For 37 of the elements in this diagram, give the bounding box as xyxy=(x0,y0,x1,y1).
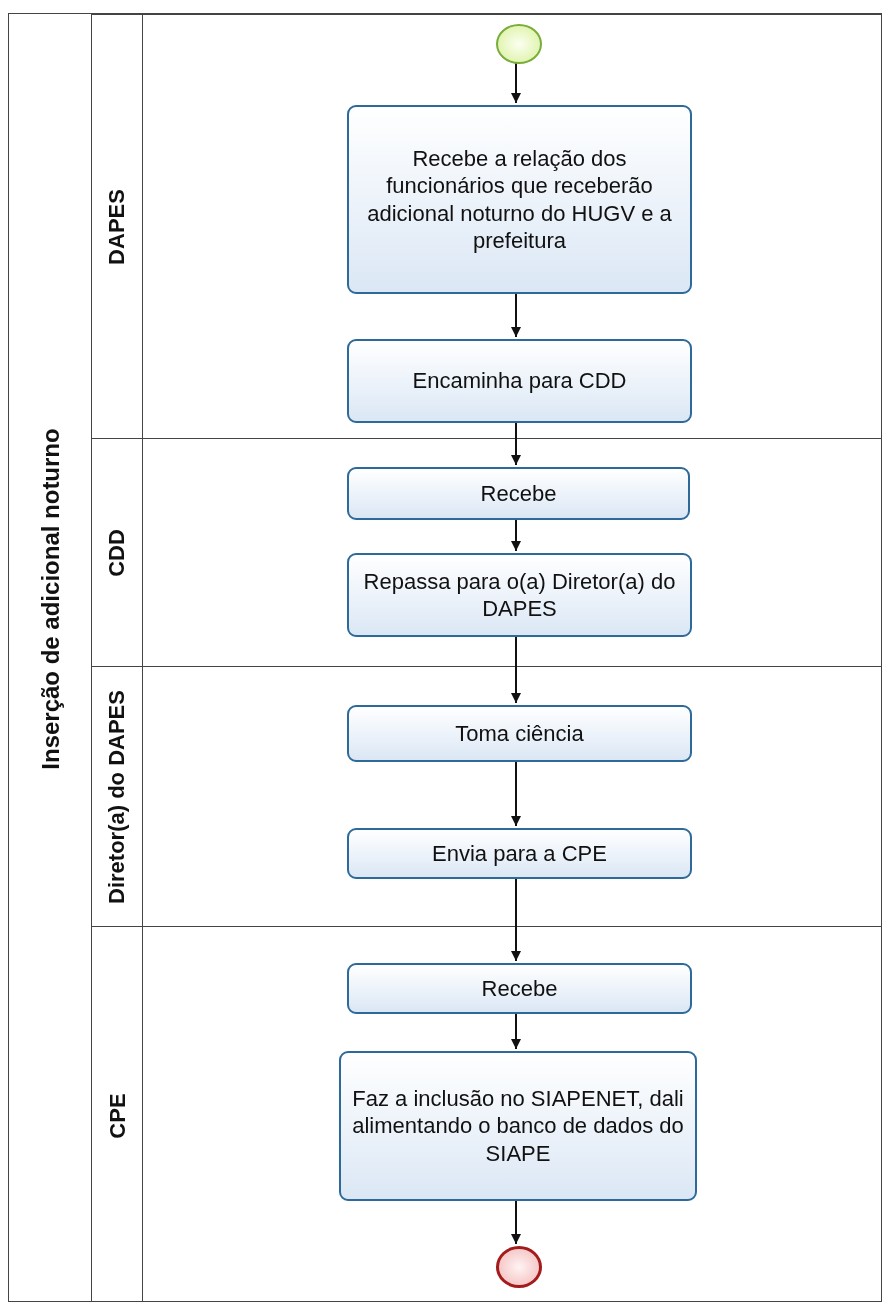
arrow xyxy=(511,420,521,466)
start-event-circle xyxy=(496,24,542,64)
end-event-circle xyxy=(496,1246,542,1288)
task-box xyxy=(347,467,690,520)
lane-label: CPE xyxy=(104,1092,131,1139)
arrow xyxy=(511,517,521,552)
swimlane xyxy=(91,666,882,926)
swimlane xyxy=(91,14,882,438)
arrow xyxy=(511,759,521,827)
task-text: Repassa para o(a) Diretor(a) do DAPES xyxy=(362,567,677,623)
pool-title: Inserção de adicional noturno xyxy=(36,427,65,770)
task-text: Faz a inclusão no SIAPENET, dali alimentando o banco de dados do SIAPE xyxy=(351,1084,685,1168)
task-box xyxy=(347,963,692,1014)
swimlane xyxy=(91,926,882,1302)
task-text: Envia para a CPE xyxy=(432,839,607,868)
swimlane xyxy=(91,438,882,666)
task-text: Recebe a relação dos funcionários que receberão adicional noturno do HUGV e a prefeitura xyxy=(366,144,673,255)
task-text: Toma ciência xyxy=(455,719,584,748)
arrow xyxy=(511,876,521,962)
task-box xyxy=(339,1051,697,1201)
arrow xyxy=(511,634,521,704)
lane-label: CDD xyxy=(103,529,130,577)
task-box xyxy=(347,705,692,762)
arrow xyxy=(511,61,521,104)
task-box xyxy=(347,105,692,294)
pool-frame xyxy=(8,13,882,1302)
task-box xyxy=(347,339,692,423)
arrow xyxy=(511,1011,521,1050)
task-text: Encaminha para CDD xyxy=(412,367,627,395)
lane-label: DAPES xyxy=(103,189,130,265)
lane-label: Diretor(a) do DAPES xyxy=(103,690,130,904)
task-box xyxy=(347,553,692,637)
task-text: Recebe xyxy=(481,974,558,1003)
arrow xyxy=(511,291,521,338)
task-box xyxy=(347,828,692,879)
arrow xyxy=(511,1198,521,1245)
task-text: Recebe xyxy=(480,479,557,508)
